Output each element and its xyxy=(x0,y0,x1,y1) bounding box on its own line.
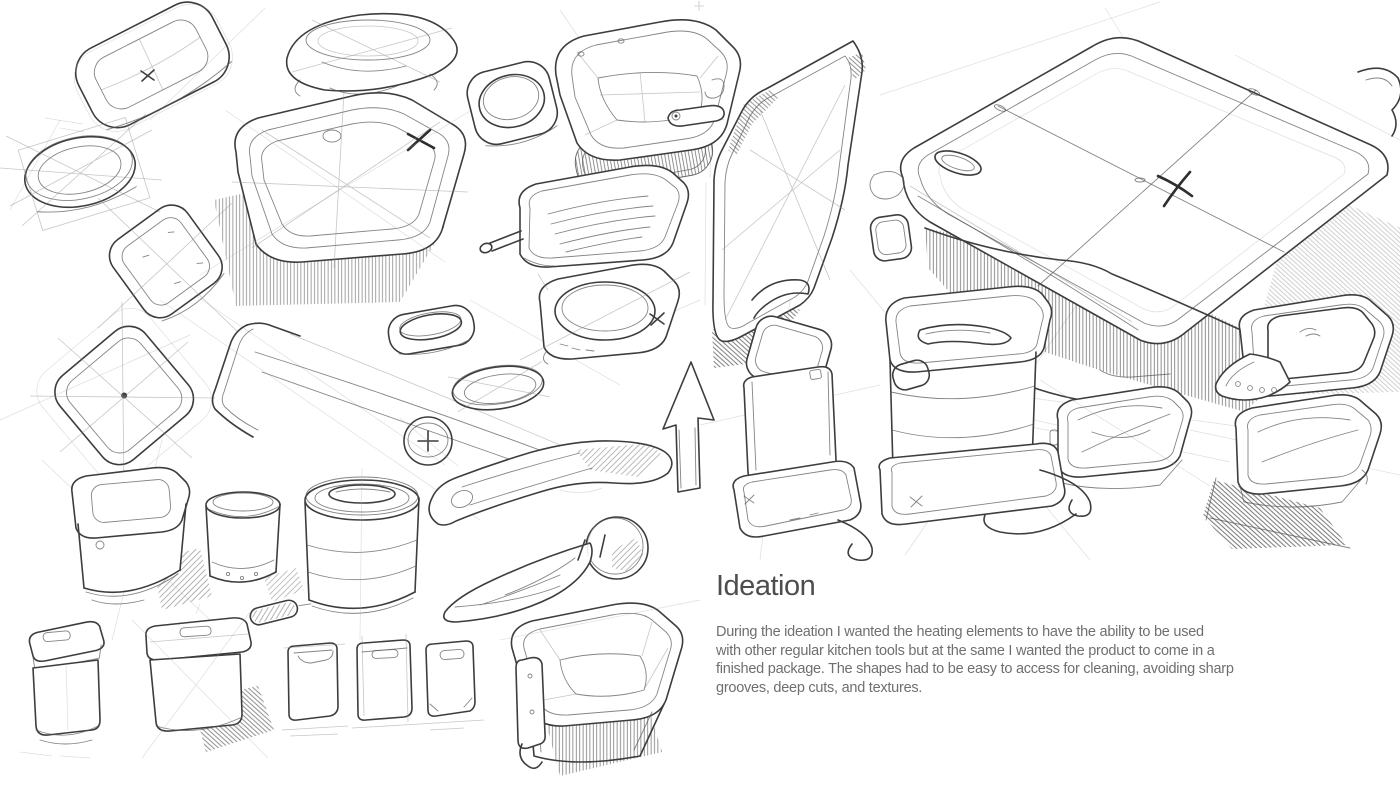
sketch-bin-with-hatch-shadow xyxy=(131,603,274,759)
sketch-front-panel-slot xyxy=(351,633,421,729)
sketch-container-on-base xyxy=(699,299,881,562)
sketch-bin-with-lid xyxy=(19,620,105,759)
sketch-dome-cover xyxy=(285,12,458,97)
sketch-pill-connector xyxy=(249,599,312,626)
sketch-front-panel-pill xyxy=(419,640,485,731)
sketch-rim-profile-long-handle xyxy=(211,322,673,526)
sketch-corner-fragment xyxy=(1357,67,1400,137)
sketch-concentric-ellipses xyxy=(447,361,550,413)
sketch-front-panel-notch xyxy=(281,642,349,737)
sketch-compact-cooker xyxy=(41,439,212,641)
sketch-hotplate-with-cord xyxy=(1004,379,1211,489)
sketch-large-canister xyxy=(304,467,420,641)
sketch-hotplate-with-shadow xyxy=(1203,394,1383,549)
sketch-kettle-container xyxy=(878,285,1092,535)
sketch-hob-plate xyxy=(519,263,691,365)
sketch-fryer-basket xyxy=(499,599,701,776)
sketch-large-hotplate xyxy=(869,7,1400,437)
sketch-oval-puck-tray xyxy=(387,304,476,355)
section-heading: Ideation xyxy=(716,570,816,602)
up-arrow-icon xyxy=(662,361,715,493)
sketch-scoop-tool xyxy=(443,516,649,623)
ideation-text-section: Ideation During the ideation I wanted th… xyxy=(716,572,1276,698)
sketch-large-square-pan xyxy=(199,91,481,306)
sketch-hotplate-with-strap xyxy=(1214,294,1395,401)
sketch-griddle-plate xyxy=(479,164,690,268)
sketch-round-lid-construction xyxy=(0,113,163,232)
sketch-lid-top-view xyxy=(44,1,233,133)
sketch-small-dish xyxy=(869,214,913,262)
section-body: During the ideation I wanted the heating… xyxy=(716,624,1234,697)
plus-button-icon xyxy=(399,416,459,467)
sketch-round-recess-tray xyxy=(466,60,559,147)
sketch-diamond-plate xyxy=(29,301,216,493)
sketch-small-square-tray xyxy=(97,197,239,333)
sketch-small-cylinder xyxy=(205,491,304,602)
